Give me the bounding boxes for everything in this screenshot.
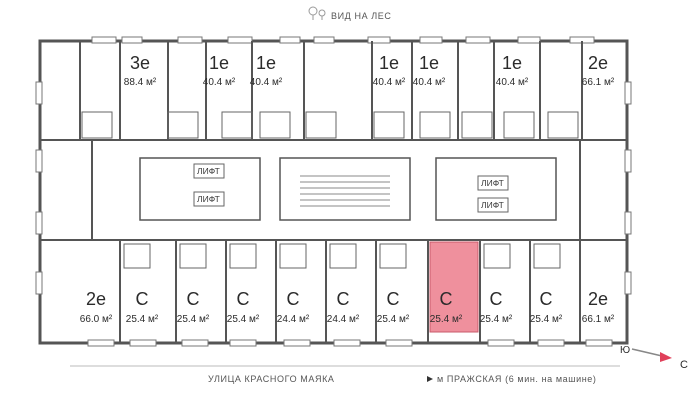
top-unit-code-6: 2е bbox=[588, 53, 608, 73]
tree-icon bbox=[308, 6, 326, 20]
top-row-walls bbox=[40, 41, 627, 241]
lift-label-4: ЛИФТ bbox=[481, 200, 504, 210]
top-unit-area-2: 40.4 м² bbox=[250, 77, 283, 88]
top-unit-area-4: 40.4 м² bbox=[413, 77, 446, 88]
bottom-unit-area-6: 25.4 м² bbox=[377, 314, 410, 325]
top-unit-labels: 3е 88.4 м² 1е 40.4 м² 1е 40.4 м² 1е 40.4 м² 1е 40… bbox=[124, 53, 615, 88]
bottom-unit-area-7: 25.4 м² bbox=[430, 314, 463, 325]
compass-north: С bbox=[680, 359, 688, 371]
bottom-unit-code-6: С bbox=[387, 289, 400, 309]
top-unit-area-3: 40.4 м² bbox=[373, 77, 406, 88]
bottom-unit-area-9: 25.4 м² bbox=[530, 314, 563, 325]
street-label: УЛИЦА КРАСНОГО МАЯКА bbox=[208, 374, 335, 384]
top-unit-area-5: 40.4 м² bbox=[496, 77, 529, 88]
bottom-unit-area-10: 66.1 м² bbox=[582, 314, 615, 325]
lift-label-2: ЛИФТ bbox=[197, 194, 220, 204]
bottom-unit-code-10: 2е bbox=[588, 289, 608, 309]
window-marks bbox=[35, 36, 632, 347]
bottom-unit-area-4: 24.4 м² bbox=[277, 314, 310, 325]
lift-label-3: ЛИФТ bbox=[481, 178, 504, 188]
bottom-unit-area-3: 25.4 м² bbox=[227, 314, 260, 325]
bottom-unit-code-2: С bbox=[187, 289, 200, 309]
bottom-unit-code-4: С bbox=[287, 289, 300, 309]
arrow-icon bbox=[427, 376, 433, 382]
view-label-group: ВИД НА ЛЕС bbox=[308, 6, 391, 21]
bottom-bathrooms bbox=[123, 243, 561, 269]
bottom-unit-area-1: 25.4 м² bbox=[126, 314, 159, 325]
top-unit-code-5: 1е bbox=[502, 53, 522, 73]
bottom-unit-area-2: 25.4 м² bbox=[177, 314, 210, 325]
bottom-row-walls bbox=[119, 240, 581, 343]
side-walls bbox=[91, 140, 581, 240]
top-unit-code-2: 1е bbox=[256, 53, 276, 73]
compass: Ю С bbox=[620, 345, 688, 371]
top-bathrooms bbox=[81, 111, 579, 139]
top-unit-code-4: 1е bbox=[419, 53, 439, 73]
bottom-unit-area-5: 24.4 м² bbox=[327, 314, 360, 325]
top-unit-area-0: 88.4 м² bbox=[124, 77, 157, 88]
bottom-unit-area-8: 25.4 м² bbox=[480, 314, 513, 325]
bottom-unit-code-7: С bbox=[440, 289, 453, 309]
bottom-unit-code-9: С bbox=[540, 289, 553, 309]
lift-labels: ЛИФТ ЛИФТ ЛИФТ ЛИФТ bbox=[197, 166, 504, 210]
bottom-unit-area-0: 66.0 м² bbox=[80, 314, 113, 325]
top-unit-area-6: 66.1 м² bbox=[582, 77, 615, 88]
top-unit-code-3: 1е bbox=[379, 53, 399, 73]
bottom-unit-code-8: С bbox=[490, 289, 503, 309]
core bbox=[139, 157, 557, 221]
top-unit-code-1: 1е bbox=[209, 53, 229, 73]
compass-arrow-icon bbox=[660, 352, 672, 362]
bottom-unit-code-5: С bbox=[337, 289, 350, 309]
metro-info: м ПРАЖСКАЯ (6 мин. на машине) bbox=[427, 374, 597, 384]
bottom-unit-code-1: С bbox=[136, 289, 149, 309]
lift-label-1: ЛИФТ bbox=[197, 166, 220, 176]
bottom-unit-code-3: С bbox=[237, 289, 250, 309]
compass-south: Ю bbox=[620, 345, 630, 356]
bottom-unit-code-0: 2е bbox=[86, 289, 106, 309]
selected-apartment-highlight[interactable] bbox=[429, 241, 479, 333]
metro-label: м ПРАЖСКАЯ (6 мин. на машине) bbox=[437, 374, 597, 384]
top-unit-area-1: 40.4 м² bbox=[203, 77, 236, 88]
view-label: ВИД НА ЛЕС bbox=[331, 11, 391, 21]
top-unit-code-0: 3е bbox=[130, 53, 150, 73]
bottom-unit-labels: 2е 66.0 м² С 25.4 м² С 25.4 м² С 25.4 м² С 24.4 м… bbox=[80, 289, 615, 325]
